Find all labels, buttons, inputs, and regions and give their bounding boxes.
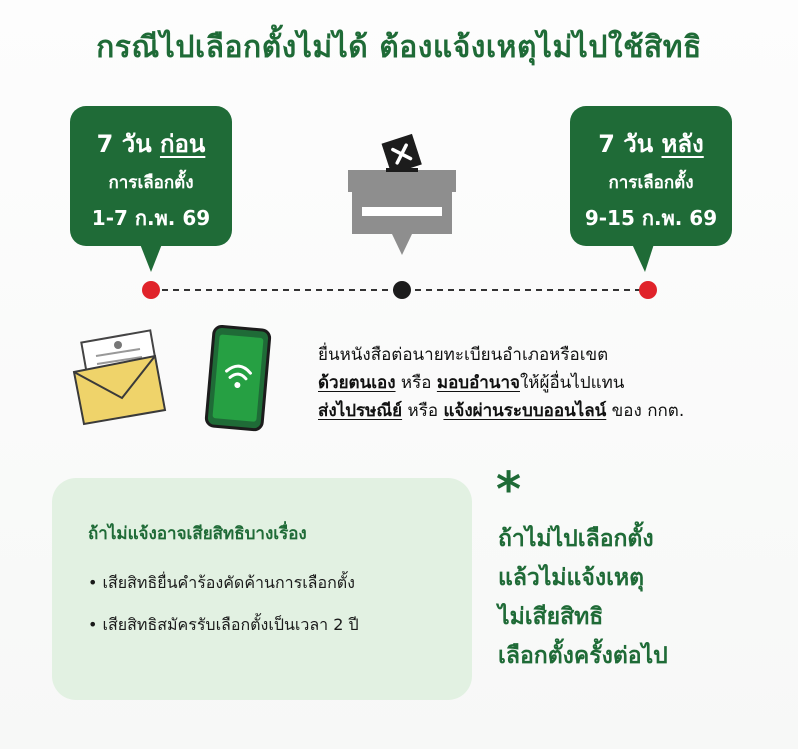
before-label: การเลือกตั้ง — [108, 173, 194, 193]
method-online: แจ้งผ่านระบบออนไลน์ — [443, 401, 607, 421]
smartphone-wifi-icon — [204, 325, 272, 432]
desc-line-2: ด้วยตนเอง หรือ มอบอำนาจให้ผู้อื่นไปแทน — [318, 369, 768, 397]
timeline-dot-end — [639, 281, 657, 299]
timeline-dot-election — [393, 281, 411, 299]
consequence-item: • เสียสิทธิสมัครรับเลือกตั้งเป็นเวลา 2 ป… — [88, 615, 359, 634]
note-line: เลือกตั้งครั้งต่อไป — [498, 643, 668, 669]
envelope-icon — [72, 354, 167, 426]
before-dates: 1-7 ก.พ. 69 — [91, 206, 211, 230]
desc-online-rest: ของ กกต. — [606, 401, 685, 421]
consequences-panel: ถ้าไม่แจ้งอาจเสียสิทธิบางเรื่อง • เสียสิ… — [52, 478, 472, 700]
after-days-line: 7 วัน หลัง — [570, 124, 732, 163]
after-election-bubble: 7 วัน หลัง การเลือกตั้ง 9-15 ก.พ. 69 — [570, 106, 732, 246]
after-days: 7 วัน — [598, 130, 654, 158]
after-label: การเลือกตั้ง — [608, 173, 694, 193]
timeline-dot-start — [142, 281, 160, 299]
method-post: ส่งไปรษณีย์ — [318, 401, 403, 421]
method-in-person: ด้วยตนเอง — [318, 373, 396, 393]
desc-proxy-rest: ให้ผู้อื่นไปแทน — [519, 373, 625, 393]
after-word: หลัง — [661, 130, 704, 158]
before-days-line: 7 วัน ก่อน — [70, 124, 232, 163]
before-election-bubble: 7 วัน ก่อน การเลือกตั้ง 1-7 ก.พ. 69 — [70, 106, 232, 246]
page-title: กรณีไปเลือกตั้งไม่ได้ ต้องแจ้งเหตุไม่ไปใ… — [96, 30, 702, 65]
consequence-item: • เสียสิทธิยื่นคำร้องคัดค้านการเลือกตั้ง — [88, 573, 355, 592]
consequences-title: ถ้าไม่แจ้งอาจเสียสิทธิบางเรื่อง — [88, 524, 307, 544]
bubble-left-tail — [140, 244, 162, 272]
note-line: ถ้าไม่ไปเลือกตั้ง — [498, 526, 654, 552]
asterisk-mark: * — [496, 462, 522, 518]
bubble-right-tail — [632, 244, 654, 272]
ballot-box-icon — [348, 133, 456, 255]
note-line: แล้วไม่แจ้งเหตุ — [498, 565, 645, 591]
before-word: ก่อน — [159, 130, 206, 158]
after-dates: 9-15 ก.พ. 69 — [584, 206, 718, 230]
method-proxy: มอบอำนาจ — [436, 373, 520, 393]
desc-or-1: หรือ — [395, 373, 437, 393]
note-line: ไม่เสียสิทธิ — [498, 604, 604, 630]
desc-or-2: หรือ — [402, 401, 444, 421]
desc-line-1: ยื่นหนังสือต่อนายทะเบียนอำเภอหรือเขต — [318, 345, 609, 365]
submission-methods: ยื่นหนังสือต่อนายทะเบียนอำเภอหรือเขต ด้ว… — [318, 341, 768, 425]
note-text: ถ้าไม่ไปเลือกตั้ง แล้วไม่แจ้งเหตุ ไม่เสี… — [498, 520, 668, 676]
desc-line-3: ส่งไปรษณีย์ หรือ แจ้งผ่านระบบออนไลน์ ของ… — [318, 397, 768, 425]
before-days: 7 วัน — [96, 130, 152, 158]
